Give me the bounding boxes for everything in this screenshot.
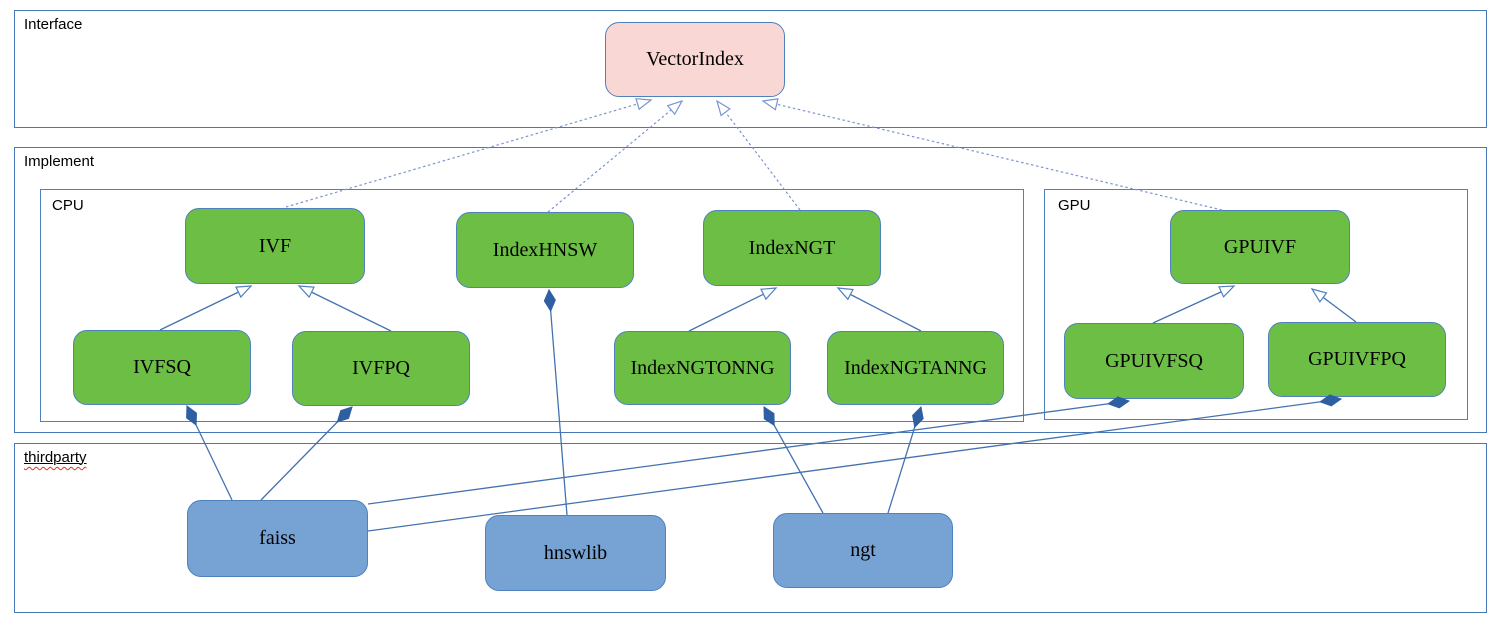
node-ivf[interactable]: IVF — [185, 208, 365, 284]
node-hnswlib[interactable]: hnswlib — [485, 515, 666, 591]
node-indexhnsw[interactable]: IndexHNSW — [456, 212, 634, 288]
node-gpuivfsq[interactable]: GPUIVFSQ — [1064, 323, 1244, 399]
container-cpu-label: CPU — [52, 197, 84, 214]
node-gpuivfpq[interactable]: GPUIVFPQ — [1268, 322, 1446, 397]
node-indexngt[interactable]: IndexNGT — [703, 210, 881, 286]
node-indexngtanng-label: IndexNGTANNG — [844, 356, 987, 379]
node-ngt[interactable]: ngt — [773, 513, 953, 588]
container-interface-label: Interface — [24, 16, 83, 33]
node-gpuivfpq-label: GPUIVFPQ — [1308, 348, 1406, 370]
node-faiss-label: faiss — [259, 527, 296, 549]
spellcheck-squiggle: thirdparty — [24, 449, 87, 466]
node-vectorindex-label: VectorIndex — [646, 48, 744, 70]
node-indexngtonng-label: IndexNGTONNG — [630, 356, 775, 379]
node-indexngtonng[interactable]: IndexNGTONNG — [614, 331, 791, 405]
node-indexhnsw-label: IndexHNSW — [492, 238, 598, 261]
node-gpuivfsq-label: GPUIVFSQ — [1105, 349, 1203, 372]
node-ivfsq[interactable]: IVFSQ — [73, 330, 251, 405]
node-hnswlib-label: hnswlib — [543, 541, 608, 564]
node-ivfsq-label: IVFSQ — [133, 356, 191, 378]
node-gpuivf-label: GPUIVF — [1223, 235, 1297, 258]
node-indexngtanng[interactable]: IndexNGTANNG — [827, 331, 1004, 405]
node-ivfpq[interactable]: IVFPQ — [292, 331, 470, 406]
node-ivfpq-label: IVFPQ — [352, 357, 410, 379]
node-faiss[interactable]: faiss — [187, 500, 368, 577]
node-indexngt-label: IndexNGT — [748, 236, 836, 259]
container-implement-label: Implement — [24, 153, 95, 170]
container-gpu-label: GPU — [1058, 197, 1091, 214]
node-ivf-label: IVF — [258, 234, 292, 257]
node-vectorindex[interactable]: VectorIndex — [605, 22, 785, 97]
node-ngt-label: ngt — [850, 539, 876, 561]
container-thirdparty-label: thirdparty — [24, 449, 87, 466]
node-gpuivf[interactable]: GPUIVF — [1170, 210, 1350, 284]
